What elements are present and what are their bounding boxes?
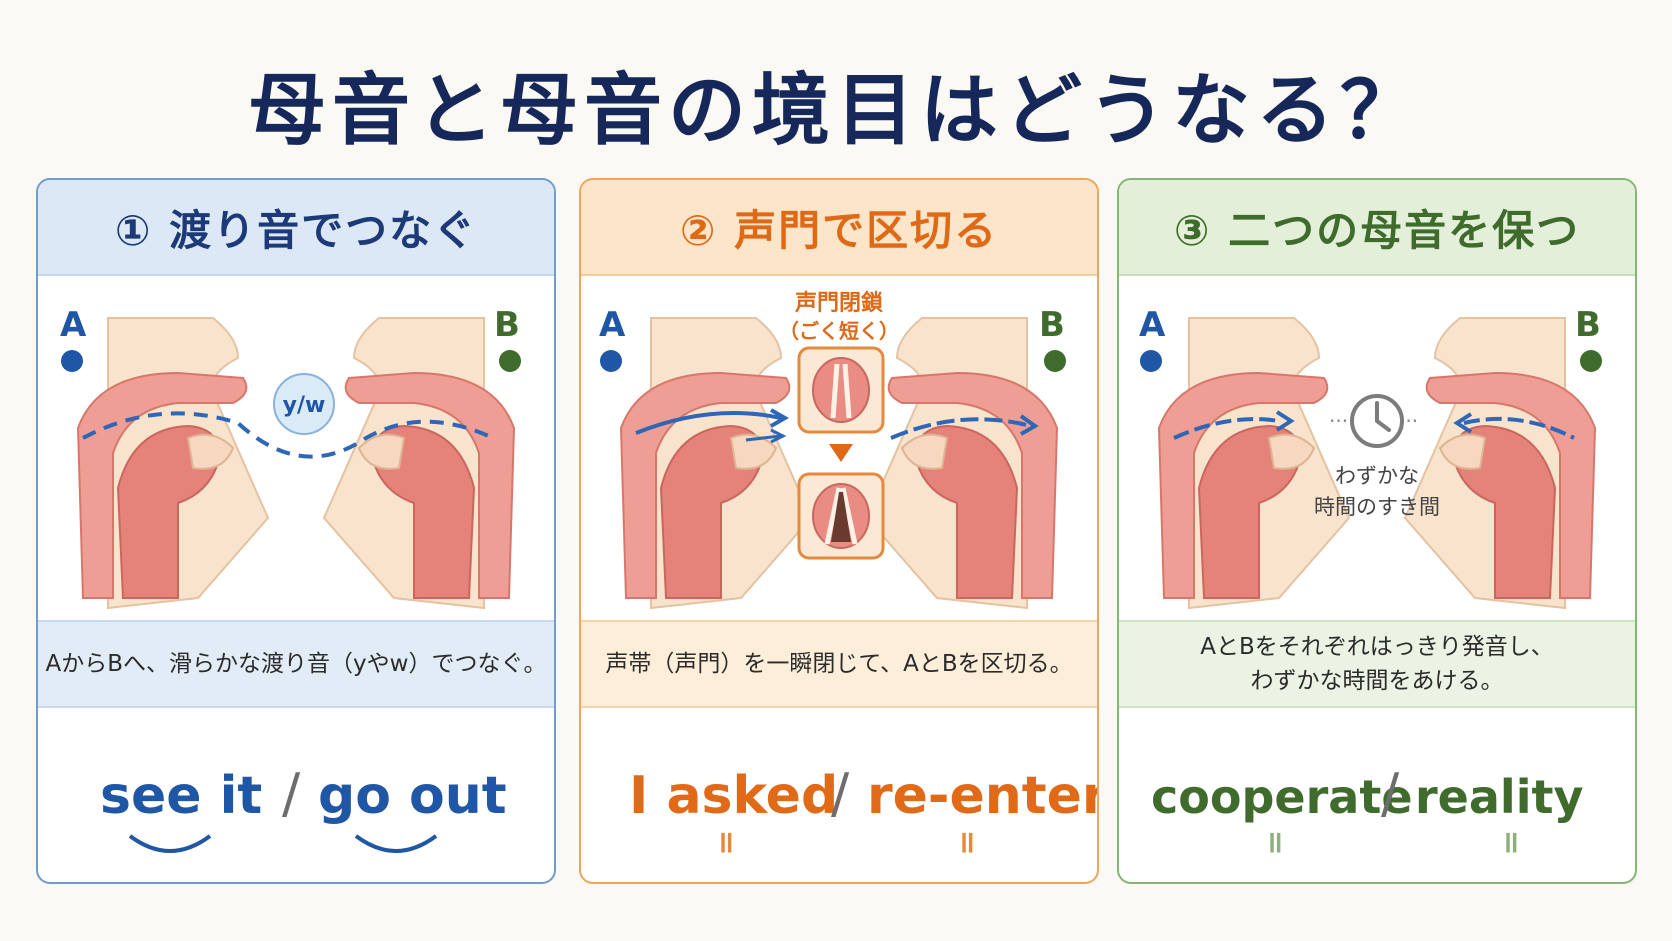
example-left: cooperate [1151, 770, 1413, 824]
link-arc-go-out [354, 834, 438, 853]
glide-bubble [273, 373, 335, 435]
dot-a [600, 350, 622, 372]
svg-text:···: ··· [1399, 409, 1418, 433]
gap-sublabel: 時間のすき間 [1314, 495, 1440, 519]
head-a-illustration [620, 317, 812, 609]
head-b-illustration [1404, 317, 1596, 609]
glottal-sublabel: （ごく短く） [779, 319, 899, 343]
panel-description: AとBをそれぞれはっきり発音し、 わずかな時間をあける。 [1119, 620, 1635, 708]
hiatus-marker: ॥ [1265, 825, 1283, 860]
example-left: I asked [629, 766, 839, 826]
example-slash: / [282, 762, 301, 825]
mouth-diagram-glide: A B y/w [60, 305, 521, 609]
example-right: go out [318, 766, 507, 826]
panel-heading: ③ 二つの母音を保つ [1119, 180, 1635, 276]
example-row: cooperate / reality ॥ ॥ [1119, 710, 1635, 882]
page-title: 母音と母音の境目はどうなる？ [247, 66, 1424, 156]
dot-b [1580, 350, 1602, 372]
label-b: B [494, 305, 520, 345]
svg-text:···: ··· [1329, 409, 1348, 433]
dot-a [1140, 350, 1162, 372]
example-row: I asked / re-enter ॥ ॥ [581, 710, 1099, 882]
airflow-a [635, 411, 782, 435]
head-b-illustration [323, 317, 515, 609]
example-slash: / [1381, 762, 1400, 825]
airflow-a [1173, 417, 1280, 440]
head-a-illustration [77, 317, 269, 609]
gap-label: わずかな [1335, 464, 1419, 488]
panel-description: AからBへ、滑らかな渡り音（yやw）でつなぐ。 [38, 620, 554, 708]
mouth-diagram-glottal: A B 声門閉鎖 （ごく短く） [599, 290, 1066, 609]
glide-path [82, 411, 494, 459]
hiatus-marker: ॥ [1501, 825, 1519, 860]
example-left: see it [100, 766, 263, 826]
example-right: reality [1415, 770, 1584, 824]
glide-label: y/w [283, 393, 326, 418]
example-slash: / [831, 762, 850, 825]
dot-a [61, 350, 83, 372]
label-a: A [1139, 305, 1166, 345]
glottal-label: 声門閉鎖 [794, 290, 884, 316]
link-arc-see-it [128, 834, 212, 853]
mouth-diagram-hiatus: A B ··· ··· わずかな 時間のすき間 [1139, 305, 1602, 609]
head-a-illustration [1158, 317, 1350, 609]
panel-heading: ① 渡り音でつなぐ [38, 180, 554, 276]
glottal-marker: ॥ [957, 825, 975, 860]
panel-hiatus: ③ 二つの母音を保つ A B ··· ··· わずかな 時間のすき間 AとBをそ… [1117, 178, 1637, 884]
airflow-b [1463, 416, 1575, 440]
head-b-illustration [866, 317, 1058, 609]
panel-heading: ② 声門で区切る [581, 180, 1097, 276]
arrow-down-icon [829, 444, 853, 462]
panel-glottal: ② 声門で区切る A B 声門閉鎖 （ごく短く） 声帯（声門）を一瞬閉じて、Aと… [579, 178, 1099, 884]
linking-arcs [128, 834, 438, 853]
example-row: see it / go out [38, 710, 554, 882]
dot-b [1044, 350, 1066, 372]
dot-b [499, 350, 521, 372]
panel-description: 声帯（声門）を一瞬閉じて、AとBを区切る。 [581, 620, 1097, 708]
label-b: B [1575, 305, 1601, 345]
panel-glide: ① 渡り音でつなぐ A B y/w AからBへ、滑らかな渡り音（yやw）でつなぐ… [36, 178, 556, 884]
label-a: A [60, 305, 87, 345]
label-b: B [1039, 305, 1065, 345]
airflow-b [890, 417, 1032, 440]
glottal-marker: ॥ [716, 825, 734, 860]
example-right: re-enter [867, 766, 1099, 826]
label-a: A [599, 305, 626, 345]
